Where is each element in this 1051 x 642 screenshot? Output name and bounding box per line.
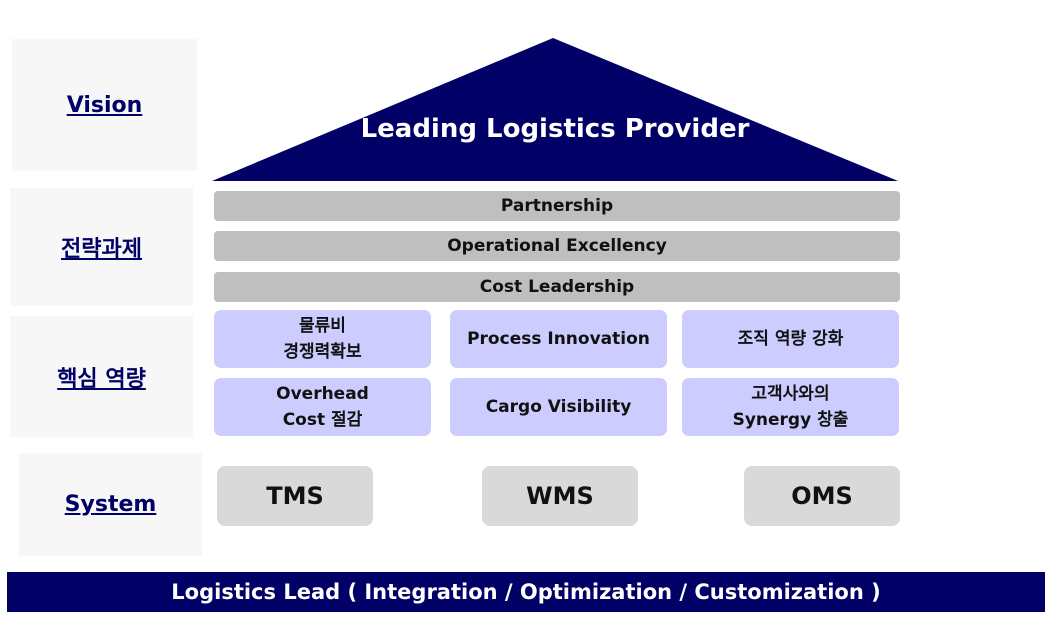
strategy-label[interactable]: 전략과제 (61, 237, 142, 262)
system-label-box: System (19, 453, 202, 556)
competency-process-innovation: Process Innovation (450, 310, 667, 368)
competency-line: Synergy 창출 (732, 410, 849, 430)
system-oms: OMS (744, 466, 900, 526)
strategy-label-box: 전략과제 (10, 188, 193, 306)
competency-cargo-visibility: Cargo Visibility (450, 378, 667, 436)
system-wms: WMS (482, 466, 638, 526)
competency-label[interactable]: 핵심 역량 (57, 366, 146, 392)
vision-label-box: Vision (12, 39, 197, 171)
competency-line: 물류비 (299, 316, 346, 336)
vision-roof (212, 38, 898, 181)
strategy-bar-partnership: Partnership (214, 191, 900, 221)
competency-customer-synergy: 고객사와의 Synergy 창출 (682, 378, 899, 436)
competency-line: Process Innovation (467, 329, 650, 349)
vision-title: Leading Logistics Provider (360, 114, 750, 144)
competency-logistics-cost: 물류비 경쟁력확보 (214, 310, 431, 368)
competency-line: Cost 절감 (282, 410, 363, 430)
foundation-bar: Logistics Lead ( Integration / Optimizat… (7, 572, 1045, 612)
competency-line: 경쟁력확보 (283, 342, 362, 362)
competency-label-box: 핵심 역량 (10, 316, 193, 437)
competency-line: Cargo Visibility (485, 397, 632, 417)
system-tms: TMS (217, 466, 373, 526)
competency-line: 조직 역량 강화 (737, 329, 844, 349)
vision-label[interactable]: Vision (66, 92, 143, 118)
system-label[interactable]: System (64, 492, 157, 517)
strategy-bar-cost-leadership: Cost Leadership (214, 272, 900, 302)
competency-line: Overhead (276, 384, 369, 404)
competency-org-capability: 조직 역량 강화 (682, 310, 899, 368)
competency-line: 고객사와의 (751, 384, 830, 404)
competency-overhead-cost: Overhead Cost 절감 (214, 378, 431, 436)
strategy-bar-operational-excellency: Operational Excellency (214, 231, 900, 261)
